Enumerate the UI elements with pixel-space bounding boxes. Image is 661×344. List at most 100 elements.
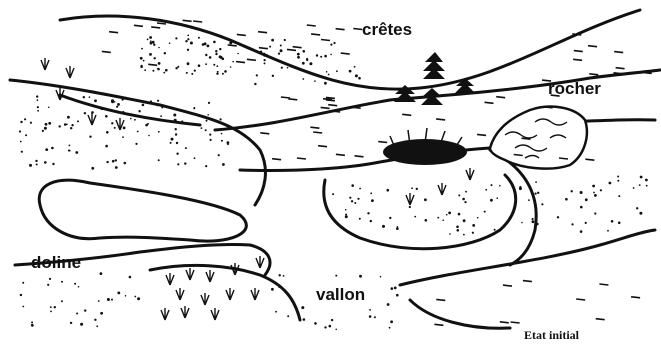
stipple-dot [135,143,137,145]
stipple-dot [89,96,91,98]
stipple-dot [462,198,465,201]
stipple-dot [51,147,54,150]
grass-dash [596,319,605,320]
stipple-dot [617,180,619,182]
vallon-floor-left [150,265,300,320]
stipple-dot [396,227,399,230]
stipple-dot [61,281,63,283]
stipple-dot [207,45,210,48]
stipple-dot [532,220,535,223]
stipple-dot [176,142,178,144]
stipple-dot [75,151,78,154]
grass-dash [574,51,583,52]
grass-dash [151,27,160,28]
stipple-dot [147,123,149,125]
stipple-dot [67,116,70,119]
stipple-dot [448,212,451,215]
stipple-dot [496,197,498,199]
stipple-dot [117,292,120,295]
stipple-dot [70,98,72,100]
grass-dash [237,34,246,35]
stipple-dot [105,145,108,148]
stipple-dot [580,206,583,209]
stipple-dot [394,287,397,290]
stipple-dot [141,48,143,50]
stipple-dot [105,115,108,118]
stipple-dot [187,35,189,37]
stipple-dot [140,66,143,69]
stipple-dot [442,219,444,221]
stipple-dot [227,144,229,146]
stipple-dot [50,306,52,308]
stipple-dot [370,220,372,222]
stipple-dot [24,118,26,120]
stipple-dot [490,199,493,202]
stipple-dot [472,232,474,234]
stipple-dot [66,124,68,126]
stipple-dot [640,176,643,179]
stipple-dot [536,223,539,226]
stipple-dot [175,128,177,130]
stipple-dot [314,322,317,325]
stipple-dot [107,298,110,301]
plant-symbol [88,113,96,125]
stipple-dot [70,322,72,324]
stipple-dot [31,321,33,323]
plant-symbol [438,183,446,195]
stipple-dot [330,44,332,46]
stipple-dot [303,50,306,53]
stipple-dot [84,112,86,114]
stipple-dot [594,194,597,197]
stipple-dot [190,42,193,45]
stipple-dot [216,65,218,67]
stipple-dot [48,107,50,109]
grass-dash [310,127,319,128]
stipple-dot [83,96,85,98]
dash-pattern [102,20,652,325]
rock-outcrop [490,107,587,169]
stipple-dot [218,154,220,156]
stipple-dot [187,49,189,51]
stipple-dot [219,55,222,58]
stipple-dot [47,284,49,286]
grass-dash [102,51,111,52]
stipple-dot [44,161,47,164]
stipple-dot [45,148,48,151]
stipple-dot [116,106,118,108]
grass-dash [434,324,443,325]
grass-dash [355,156,364,157]
stipple-dot [367,212,369,214]
grass-dash [183,20,192,21]
stipple-dot [593,192,595,194]
plant-symbol [466,168,474,180]
stipple-dot [314,80,316,82]
grass-dash [328,105,337,106]
stipple-dot [326,71,328,73]
stipple-dot [331,319,333,321]
stipple-dot [50,311,52,313]
stipple-dot [425,219,428,222]
stipple-dot [592,185,595,188]
stipple-dot [137,131,139,133]
plant-symbol [226,288,234,300]
stipple-dot [284,39,286,41]
stipple-dot [80,323,83,326]
grass-dash [236,62,245,63]
grass-dash [588,46,597,47]
stipple-dot [254,83,256,85]
stipple-dot [207,114,209,116]
stipple-dot [287,315,289,317]
stipple-dot [580,191,583,194]
stipple-dot [31,324,34,327]
grass-dash [643,72,652,73]
grass-dash [134,25,143,26]
grass-dash [631,297,640,298]
stipple-dot [30,122,32,124]
stipple-dot [198,64,201,67]
stipple-dot [134,296,136,298]
stipple-dot [115,166,118,169]
stipple-dot [163,72,165,74]
plant-symbol [256,256,264,268]
grass-dash [424,148,433,149]
stipple-dot [272,75,274,77]
